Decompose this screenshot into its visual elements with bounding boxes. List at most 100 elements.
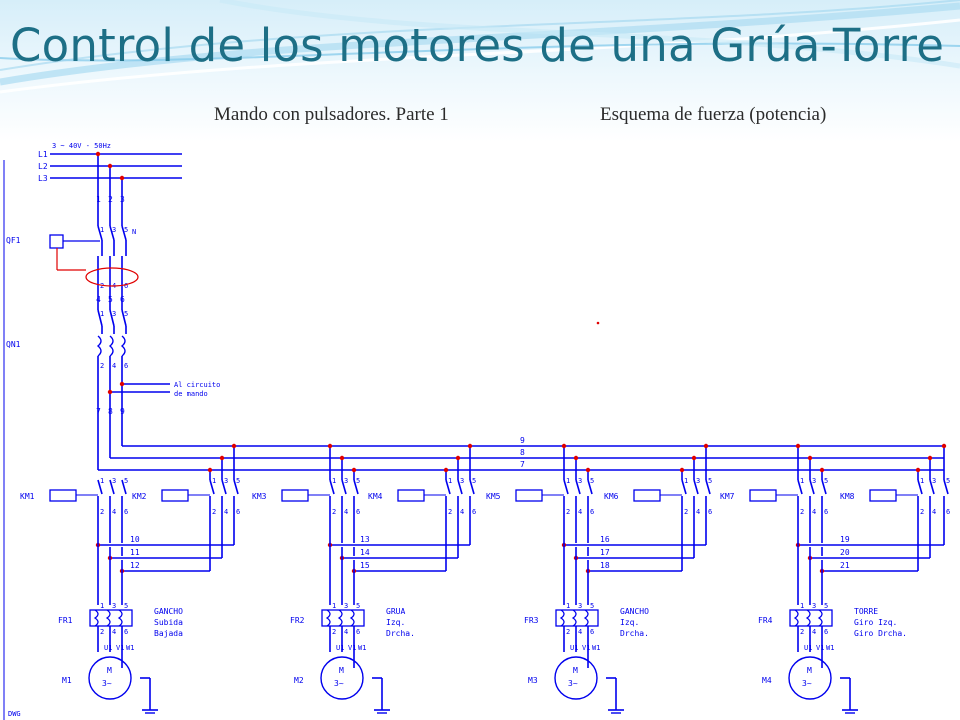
contactor-contact	[681, 479, 687, 495]
junction-dot	[941, 443, 947, 449]
junction-dot	[207, 467, 213, 473]
thermal-element	[793, 609, 799, 627]
thermal-coil	[120, 335, 126, 357]
wire-number-breaker: 4	[96, 295, 101, 304]
terminal-number: 3	[812, 477, 816, 485]
terminal-number: 6	[236, 508, 240, 516]
junction-dot	[573, 455, 579, 461]
thermal-coil	[108, 335, 114, 357]
terminal-number: 6	[356, 508, 360, 516]
wire-number-input: 1	[96, 195, 101, 204]
contactor-contact	[563, 479, 569, 495]
terminal-number: 2	[566, 508, 570, 516]
bus-number: 9	[520, 436, 525, 445]
junction-dot	[339, 455, 345, 461]
terminal-number: 6	[124, 628, 128, 636]
contactor-coil	[515, 489, 543, 502]
thermal-element	[559, 609, 565, 627]
breaker-handle	[49, 234, 64, 249]
contactor-label-KM8: KM8	[840, 492, 855, 501]
junction-dot	[691, 455, 697, 461]
contactor-contact	[353, 479, 359, 495]
motor-label-M1: M1	[62, 676, 72, 685]
terminal-number: 5	[824, 477, 828, 485]
junction-dot	[351, 467, 357, 473]
wire-number-input: 3	[120, 195, 125, 204]
motor-letter: M	[573, 666, 578, 675]
main-contact	[121, 309, 127, 327]
terminal-number: 3	[578, 477, 582, 485]
decorative-waves	[0, 0, 960, 94]
group-wire-number: 14	[360, 548, 370, 557]
neutral-label: N	[132, 228, 136, 236]
contactor-coil	[397, 489, 425, 502]
terminal-number: 3	[112, 226, 116, 234]
thermal-element	[337, 609, 343, 627]
footer-code: DWG	[8, 710, 21, 718]
terminal-number: 3	[344, 477, 348, 485]
terminal-number: 5	[590, 477, 594, 485]
terminal-number: 3	[344, 602, 348, 610]
junction-dot	[119, 175, 125, 181]
contactor-label-KM5: KM5	[486, 492, 501, 501]
terminal-number: 5	[356, 602, 360, 610]
contactor-contact	[575, 479, 581, 495]
thermal-relay-label-FR3: FR3	[524, 616, 539, 625]
junction-dot	[455, 455, 461, 461]
thermal-element	[325, 609, 331, 627]
slide-header: Control de los motores de una Grúa-Torre…	[0, 0, 960, 142]
terminal-number: 4	[578, 628, 582, 636]
terminal-number: 1	[100, 602, 104, 610]
terminal-number: 2	[100, 362, 104, 370]
terminal-number: 1	[800, 477, 804, 485]
group-wire-number: 17	[600, 548, 610, 557]
contactor-contact	[457, 479, 463, 495]
terminal-number: 6	[708, 508, 712, 516]
motor-terminal: V1	[348, 644, 356, 652]
motor-symbol	[788, 656, 832, 700]
phase-label-L3: L3	[38, 174, 48, 183]
terminal-number: 5	[708, 477, 712, 485]
thermal-element	[349, 609, 355, 627]
group-wire-number: 21	[840, 561, 850, 570]
contactor-label-KM4: KM4	[368, 492, 383, 501]
subtitle-power-scheme: Esquema de fuerza (potencia)	[600, 104, 827, 125]
contactor-contact	[109, 479, 115, 495]
terminal-number: 6	[590, 508, 594, 516]
terminal-number: 4	[812, 508, 816, 516]
motor-description: Giro Drcha.	[854, 629, 907, 638]
breaker-contact	[97, 225, 103, 241]
contactor-contact	[693, 479, 699, 495]
terminal-number: 1	[100, 310, 104, 318]
main-contact	[109, 309, 115, 327]
junction-dot	[231, 443, 237, 449]
terminal-number: 4	[344, 628, 348, 636]
terminal-number: 3	[696, 477, 700, 485]
motor-type: 3~	[334, 679, 344, 688]
thermal-relay-box	[789, 609, 833, 627]
junction-dot	[107, 389, 113, 395]
terminal-number: 5	[124, 310, 128, 318]
terminal-number: 6	[824, 628, 828, 636]
contactor-label-KM2: KM2	[132, 492, 147, 501]
junction-dot	[795, 443, 801, 449]
terminal-number: 1	[566, 477, 570, 485]
terminal-number: 5	[124, 226, 128, 234]
wire-number-input: 2	[108, 195, 113, 204]
motor-type: 3~	[102, 679, 112, 688]
breaker-contact	[109, 225, 115, 241]
terminal-number: 4	[460, 508, 464, 516]
contactor-coil	[869, 489, 897, 502]
contactor-contact	[587, 479, 593, 495]
thermal-element	[805, 609, 811, 627]
junction-dot	[679, 467, 685, 473]
terminal-number: 5	[356, 477, 360, 485]
terminal-number: 6	[946, 508, 950, 516]
terminal-number: 1	[566, 602, 570, 610]
motor-symbol	[320, 656, 364, 700]
motor-symbol	[554, 656, 598, 700]
junction-dot	[95, 151, 101, 157]
motor-symbol	[88, 656, 132, 700]
contactor-contact	[121, 479, 127, 495]
